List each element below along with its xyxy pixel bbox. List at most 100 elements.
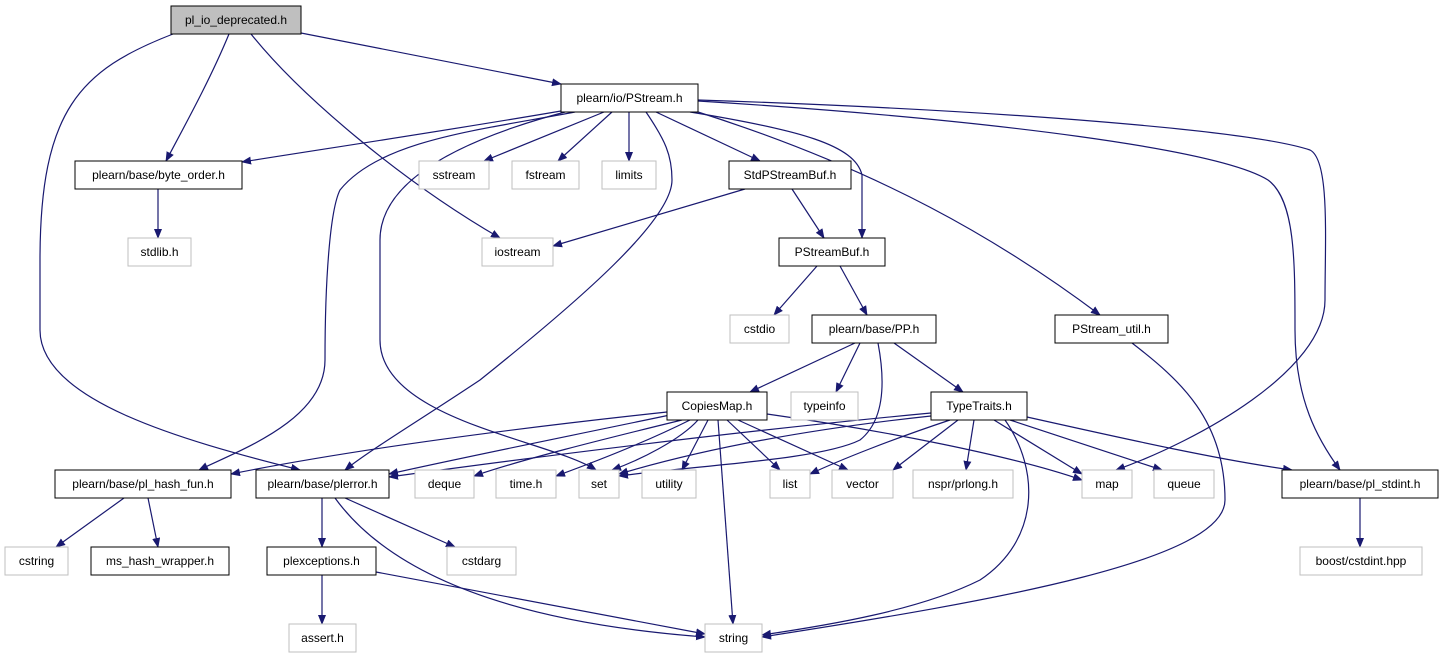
- edge-typetraits-to-string: [761, 419, 1030, 638]
- node-box: [170, 5, 302, 35]
- edge-pl_io_deprecated-to-iostream: [250, 33, 501, 239]
- node-copiesmap[interactable]: CopiesMap.h: [666, 391, 768, 421]
- node-label: utility: [655, 477, 682, 491]
- node-box: [912, 469, 1014, 499]
- node-box: [831, 469, 894, 499]
- node-box: [641, 469, 697, 499]
- node-timeh: time.h: [495, 469, 557, 499]
- node-box: [1299, 546, 1423, 576]
- node-label: list: [783, 477, 798, 491]
- edge-plerror-to-string: [334, 497, 706, 641]
- edge-pstream-to-sstream: [483, 111, 605, 162]
- edge-typetraits-to-set: [618, 415, 932, 476]
- edge-plexceptions-to-string: [375, 571, 706, 637]
- node-pl-io-deprecated[interactable]: pl_io_deprecated.h: [170, 5, 302, 35]
- node-plexceptions[interactable]: plexceptions.h: [266, 546, 377, 576]
- node-box: [1054, 314, 1169, 344]
- node-label: boost/cstdint.hpp: [1316, 554, 1407, 568]
- node-box: [1081, 469, 1133, 499]
- node-assert: assert.h: [288, 623, 357, 653]
- edge-pstream-to-pstream_util: [697, 111, 1101, 316]
- node-box: [54, 469, 232, 499]
- node-box: [511, 160, 580, 190]
- node-label: PStream_util.h: [1072, 322, 1151, 336]
- node-label: cstring: [19, 554, 54, 568]
- node-label: pl_io_deprecated.h: [185, 13, 287, 27]
- node-deque: deque: [414, 469, 475, 499]
- edge-pl_io_deprecated-to-byte_order: [165, 33, 230, 162]
- node-byte-order[interactable]: plearn/base/byte_order.h: [74, 160, 243, 190]
- node-box: [728, 160, 852, 190]
- node-label: plearn/base/PP.h: [829, 322, 920, 336]
- node-box: [90, 546, 230, 576]
- node-string: string: [704, 623, 763, 653]
- node-box: [560, 83, 699, 113]
- node-cstdio: cstdio: [729, 314, 790, 344]
- node-sstream: sstream: [418, 160, 490, 190]
- edge-pl_hash_fun-to-ms_hash_wrapper: [147, 497, 161, 548]
- node-label: plearn/base/pl_hash_fun.h: [72, 477, 213, 491]
- node-plerror[interactable]: plearn/base/plerror.h: [255, 469, 390, 499]
- node-label: iostream: [494, 245, 540, 259]
- edge-pstream-to-byte_order: [241, 110, 562, 165]
- node-box: [414, 469, 475, 499]
- node-label: PStreamBuf.h: [795, 245, 870, 259]
- node-label: cstdio: [744, 322, 776, 336]
- node-pl-hash-fun[interactable]: plearn/base/pl_hash_fun.h: [54, 469, 232, 499]
- node-cstdarg: cstdarg: [446, 546, 517, 576]
- edge-copiesmap-to-plerror: [388, 414, 671, 476]
- node-label: plearn/io/PStream.h: [576, 91, 682, 105]
- node-label: fstream: [525, 168, 565, 182]
- node-pstream[interactable]: plearn/io/PStream.h: [560, 83, 699, 113]
- node-label: TypeTraits.h: [946, 399, 1012, 413]
- node-boost-cstdint: boost/cstdint.hpp: [1299, 546, 1423, 576]
- node-label: CopiesMap.h: [682, 399, 753, 413]
- edge-copiesmap-to-deque: [473, 419, 683, 477]
- node-pstream-util[interactable]: PStream_util.h: [1054, 314, 1169, 344]
- node-stdpstreambuf[interactable]: StdPStreamBuf.h: [728, 160, 852, 190]
- node-layer: pl_io_deprecated.h plearn/io/PStream.h ple…: [4, 5, 1439, 653]
- edge-pp-to-copiesmap: [749, 342, 856, 393]
- node-box: [255, 469, 390, 499]
- edge-pstream-to-plerror: [344, 111, 673, 471]
- edge-copiesmap-to-set: [611, 419, 699, 471]
- node-list: list: [769, 469, 811, 499]
- node-vector: vector: [831, 469, 894, 499]
- node-box: [127, 237, 192, 267]
- node-set: set: [578, 469, 620, 499]
- node-stdlib: stdlib.h: [127, 237, 192, 267]
- node-fstream: fstream: [511, 160, 580, 190]
- node-pl-stdint[interactable]: plearn/base/pl_stdint.h: [1281, 469, 1439, 499]
- edge-pp-to-typetraits: [893, 342, 964, 393]
- edge-pstream-to-pl_hash_fun: [198, 111, 576, 471]
- node-label: plearn/base/pl_stdint.h: [1300, 477, 1421, 491]
- node-box: [930, 391, 1028, 421]
- node-map: map: [1081, 469, 1133, 499]
- node-box: [601, 160, 657, 190]
- edge-pl_hash_fun-to-cstring: [55, 497, 125, 548]
- node-cstring: cstring: [4, 546, 69, 576]
- node-box: [418, 160, 490, 190]
- edge-layer: [39, 32, 1364, 641]
- node-label: time.h: [510, 477, 543, 491]
- node-typetraits[interactable]: TypeTraits.h: [930, 391, 1028, 421]
- edge-pl_io_deprecated-to-pstream: [300, 32, 562, 87]
- node-box: [578, 469, 620, 499]
- node-ms-hash-wrapper[interactable]: ms_hash_wrapper.h: [90, 546, 230, 576]
- node-label: nspr/prlong.h: [928, 477, 998, 491]
- edge-typetraits-to-map: [993, 419, 1083, 475]
- edge-plerror-to-cstdarg: [344, 497, 456, 548]
- edge-stdpstreambuf-to-iostream: [552, 188, 746, 248]
- node-pstreambuf[interactable]: PStreamBuf.h: [778, 237, 886, 267]
- edge-copiesmap-to-string: [717, 419, 737, 625]
- node-box: [495, 469, 557, 499]
- node-label: set: [591, 477, 608, 491]
- node-box: [481, 237, 554, 267]
- node-label: ms_hash_wrapper.h: [106, 554, 214, 568]
- edge-pp-to-typeinfo: [835, 342, 861, 393]
- edge-typetraits-to-vector: [892, 419, 959, 471]
- node-prlong: nspr/prlong.h: [912, 469, 1014, 499]
- node-label: map: [1095, 477, 1119, 491]
- node-pp[interactable]: plearn/base/PP.h: [811, 314, 937, 344]
